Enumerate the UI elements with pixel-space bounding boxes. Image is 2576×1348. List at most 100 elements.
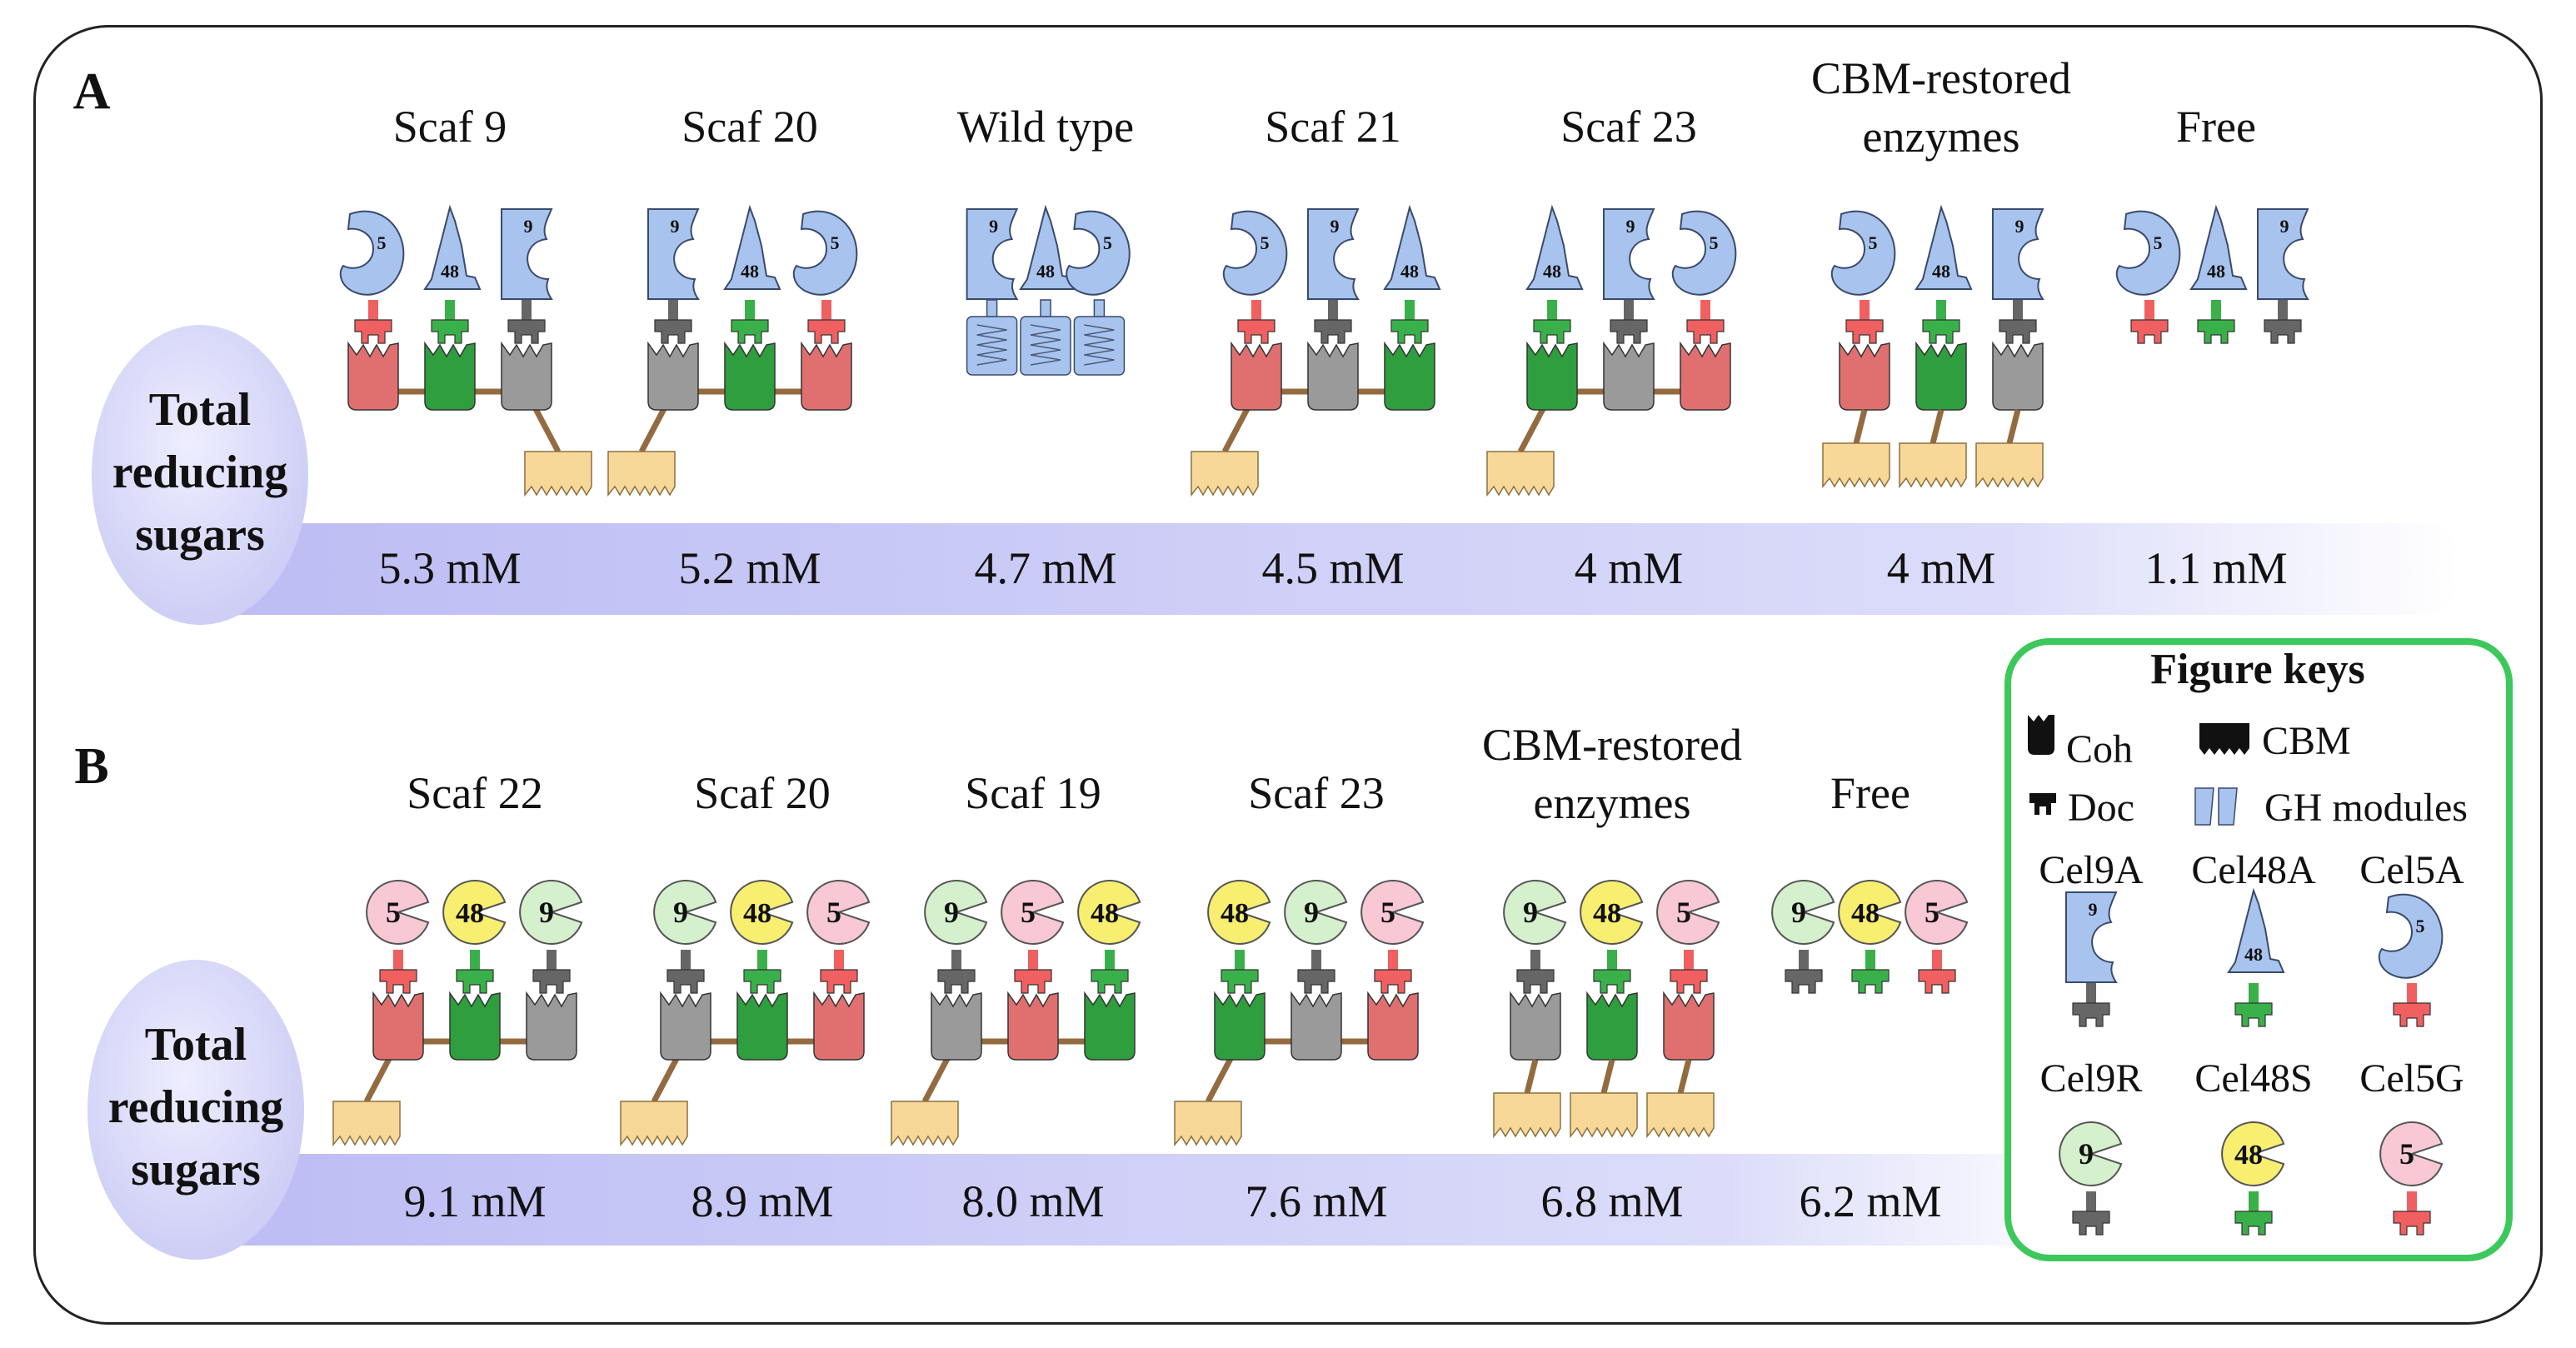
spring-shape	[1084, 324, 1115, 366]
cohesin	[1007, 991, 1059, 1061]
key-enzyme-icon: 48	[2227, 887, 2285, 1027]
gh-blue-key-icon	[2194, 787, 2214, 826]
module-number: 9	[1791, 896, 1806, 929]
enzyme-unit: 9	[1307, 208, 1360, 344]
module-number: 9	[1330, 216, 1340, 237]
cbm-shape	[620, 1101, 688, 1147]
pacman-module-shape	[806, 880, 871, 945]
cel9-module-shape	[2257, 208, 2309, 300]
module-number: 9	[539, 896, 554, 929]
module-number: 5	[1380, 896, 1395, 929]
cohesin	[1231, 341, 1282, 411]
dockerin-shape	[1670, 969, 1708, 994]
bound-enzyme: 9	[1503, 880, 1567, 994]
cohesin-shape	[424, 341, 476, 411]
key-enzyme-name: Cel5A	[2359, 848, 2464, 892]
cbm-linker	[1853, 409, 1868, 444]
dockerin	[807, 300, 846, 344]
dockerin	[2264, 300, 2302, 344]
cel48-module-shape	[2189, 204, 2248, 290]
column-title: enzymes	[1863, 112, 2020, 162]
cohesin-shape	[501, 341, 552, 411]
dockerin-shape	[1390, 319, 1429, 344]
dockerin-shape	[2264, 319, 2302, 344]
dockerin-stalk	[1235, 950, 1245, 971]
figure-frame	[33, 25, 2543, 1325]
cbm-shape	[1486, 451, 1555, 497]
reducing-sugar-value: 8.9 mM	[691, 1176, 833, 1226]
dockerin	[1686, 300, 1725, 344]
dockerin	[1785, 950, 1823, 994]
dockerin-shape	[2234, 1211, 2273, 1236]
catalytic-module: 48	[2189, 204, 2248, 290]
cohesin-shape	[736, 991, 788, 1061]
cbm-shape	[891, 1101, 959, 1147]
pacman-module-shape	[1077, 880, 1141, 945]
pacman-module-shape	[2221, 1121, 2285, 1186]
dockerin	[1314, 300, 1352, 344]
bound-enzyme: 48	[1383, 204, 1441, 344]
wild-linker	[1093, 299, 1106, 317]
wild-tail	[966, 299, 1018, 376]
reducing-sugar-value: 1.1 mM	[2144, 543, 2287, 593]
cohesin-shape	[1290, 991, 1342, 1061]
dockerin	[2393, 1191, 2431, 1236]
dockerin-stalk	[1311, 950, 1321, 971]
enzyme-unit: 9	[1771, 880, 1835, 994]
catalytic-module: 9	[1771, 880, 1835, 945]
enzyme-unit: 48	[723, 204, 781, 344]
bound-enzyme: 5	[1001, 880, 1065, 994]
dockerin-stalk	[2249, 1191, 2259, 1213]
dockerin	[1845, 300, 1884, 344]
key-label-gh: GH modules	[2264, 786, 2468, 830]
dockerin-stalk	[2086, 1191, 2096, 1213]
bound-enzyme: 5	[1222, 210, 1288, 344]
dockerin	[937, 950, 976, 994]
cohesin-shape	[1603, 341, 1655, 411]
dockerin-stalk	[1105, 950, 1115, 971]
enzyme-unit: 48	[730, 880, 794, 994]
dockerin-shape	[1999, 319, 2037, 344]
dockerin	[1922, 300, 1960, 344]
pacman-module-shape	[1001, 880, 1065, 945]
wild-tail	[1020, 299, 1071, 376]
cel5-module-shape	[1222, 210, 1288, 296]
cbm	[332, 1101, 401, 1147]
column-title: Wild type	[957, 102, 1134, 152]
cel9-module-shape	[1992, 208, 2044, 300]
dockerin	[1918, 950, 1956, 994]
cohesin	[931, 991, 982, 1061]
dockerin-key-icon	[2029, 793, 2056, 815]
dockerin	[1999, 300, 2037, 344]
catalytic-module: 48	[2221, 1121, 2285, 1186]
dockerin-stalk	[745, 300, 755, 322]
key-enzyme-icon: 9	[2065, 891, 2118, 1027]
module-number: 48	[741, 261, 759, 282]
cohesin-shape	[647, 341, 699, 411]
column-title: Scaf 20	[694, 768, 830, 818]
module-number: 5	[1021, 896, 1036, 929]
reducing-sugar-value: 5.2 mM	[678, 543, 821, 593]
left-label-text: Total	[149, 384, 251, 436]
cbm-shape	[607, 451, 676, 497]
reducing-sugar-value: 4 mM	[1887, 543, 1996, 593]
enzyme-unit: 48	[423, 204, 482, 344]
key-enzyme-name: Cel9A	[2039, 848, 2144, 892]
cbm-linker	[2006, 409, 2021, 444]
cohesin-shape	[1007, 991, 1059, 1061]
cohesin-shape	[724, 341, 776, 411]
dockerin-stalk	[757, 950, 767, 971]
enzyme-unit: 5	[1656, 880, 1720, 994]
pacman-module-shape	[442, 880, 507, 945]
cbm	[1646, 1092, 1715, 1139]
bound-enzyme: 9	[501, 208, 553, 344]
cbm-shape	[332, 1101, 401, 1147]
catalytic-module: 48	[1207, 880, 1271, 945]
module-number: 9	[1523, 896, 1538, 929]
dockerin-stalk	[1860, 300, 1870, 322]
